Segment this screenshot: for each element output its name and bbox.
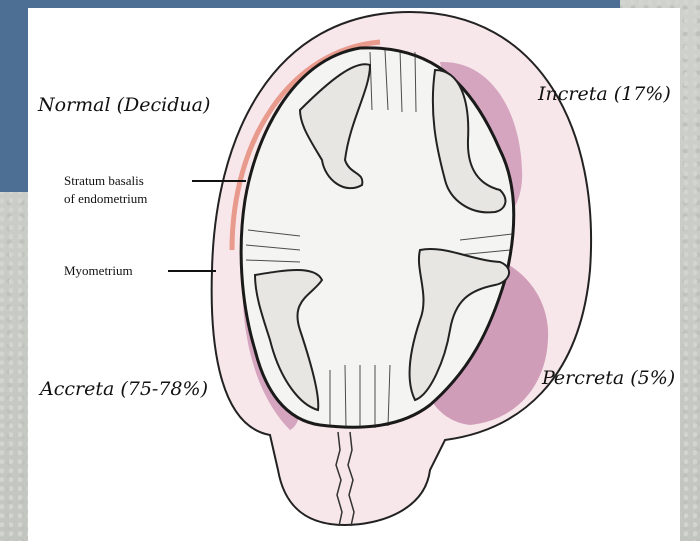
accreta-label: Accreta (75-78%) bbox=[40, 378, 208, 400]
increta-label: Increta (17%) bbox=[538, 83, 671, 105]
percreta-label: Percreta (5%) bbox=[542, 367, 675, 389]
normal-decidua-label: Normal (Decidua) bbox=[38, 94, 210, 116]
stratum-label-line1: Stratum basalis bbox=[64, 173, 144, 189]
stratum-label-line2: of endometrium bbox=[64, 191, 147, 207]
myometrium-label: Myometrium bbox=[64, 263, 133, 279]
